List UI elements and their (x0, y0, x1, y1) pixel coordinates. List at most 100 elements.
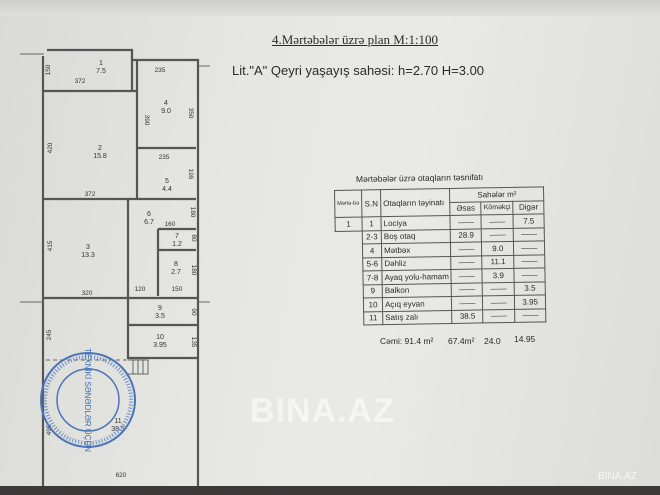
main-cell: 28.9 (450, 228, 482, 243)
other-cell: —— (514, 267, 546, 282)
dimension-label: 372 (75, 78, 86, 85)
room-area: 1.2 (172, 241, 182, 248)
aux-cell: —— (482, 295, 515, 310)
room-number: 1 (99, 60, 103, 67)
dimension-label: 495 (46, 424, 53, 435)
sn-cell: 7-8 (362, 270, 383, 285)
total-area: Cəmi: 91.4 m² (380, 336, 434, 346)
floor-cell: 1 (334, 217, 363, 231)
dimension-label: 320 (82, 290, 93, 297)
dimension-label: 390 (143, 115, 150, 126)
room-area: 2.7 (171, 269, 181, 276)
dimension-label: 420 (47, 142, 54, 153)
other-cell: —— (513, 254, 546, 269)
room-number: 2 (98, 145, 102, 152)
total-aux: 24.0 (484, 336, 501, 346)
main-cell: —— (451, 295, 483, 310)
room-number: 4 (164, 100, 168, 107)
header-name: Otaqların təyinatı (380, 188, 451, 217)
dimension-label: 235 (159, 154, 170, 161)
header-sn: S.N (361, 189, 381, 218)
empty-cell (336, 285, 363, 299)
dimension-label: 150 (45, 64, 52, 75)
dimension-label: 245 (46, 329, 53, 340)
room-area: 7.5 (96, 68, 106, 75)
empty-cell (336, 271, 363, 285)
room-number: 6 (147, 211, 151, 218)
dimension-label: 620 (116, 472, 127, 479)
paper-bottom-edge (0, 486, 660, 495)
room-area: 9.0 (161, 108, 171, 115)
room-area: 15.8 (93, 153, 107, 160)
name-cell: Boş otaq (381, 228, 451, 244)
room-area: 13.3 (81, 252, 95, 259)
aux-cell: —— (482, 308, 516, 323)
empty-cell (335, 231, 362, 245)
dimension-label: 180 (190, 265, 197, 276)
room-number: 9 (158, 305, 162, 312)
header-main: Əsas (450, 201, 482, 216)
empty-cell (335, 244, 362, 258)
dimension-label: 80 (190, 234, 197, 242)
dimension-label: 135 (190, 337, 197, 348)
name-cell: Mətbəx (381, 242, 452, 258)
corner-watermark: BINA.AZ (598, 471, 637, 482)
name-cell: Balkon (382, 282, 452, 298)
dimension-label: 150 (172, 286, 183, 293)
dimension-label: 350 (187, 108, 194, 119)
aux-cell: 11.1 (482, 254, 515, 269)
room-area: 38.5 (111, 426, 125, 433)
sn-cell: 4 (362, 243, 382, 258)
other-cell: 7.5 (513, 213, 545, 228)
total-main: 67.4m² (448, 336, 475, 346)
room-area: 6.7 (144, 219, 154, 226)
header-floor: Mərtə-bə (334, 190, 362, 218)
main-cell: —— (451, 255, 483, 270)
aux-cell: —— (482, 281, 515, 296)
other-cell: 3.5 (514, 281, 546, 296)
dimension-label: 160 (165, 221, 176, 228)
sn-cell: 9 (363, 284, 383, 299)
name-cell: Ayaq yolu-hamam (381, 269, 452, 285)
room-number: 11 (114, 418, 121, 425)
room-labels: 1 7.5 2 15.8 3 13.3 4 9.0 5 4.4 6 6.7 7 … (81, 60, 182, 433)
dimension-label: 372 (85, 191, 96, 198)
rooms-table: Mərtə-bə S.N Otaqların təyinatı Sahələr … (334, 186, 547, 326)
other-cell: —— (513, 240, 545, 255)
room-area: 3.5 (155, 313, 165, 320)
sn-cell: 2-3 (362, 230, 382, 245)
other-cell: —— (514, 308, 547, 323)
sn-cell: 10 (363, 297, 383, 312)
aux-cell: —— (481, 214, 514, 229)
main-cell: 38.5 (451, 309, 484, 324)
dimension-label: 120 (135, 286, 146, 293)
room-area: 4.4 (162, 186, 172, 193)
room-number: 3 (86, 244, 90, 251)
main-cell: —— (451, 282, 483, 297)
empty-cell (337, 312, 364, 326)
other-cell: —— (513, 227, 545, 242)
dimension-label: 415 (47, 240, 54, 251)
room-number: 8 (174, 261, 178, 268)
dimension-label: 235 (155, 67, 166, 74)
total-other: 14.95 (514, 334, 536, 344)
watermark: BINA.AZ (250, 392, 395, 430)
name-cell: Dəhliz (381, 255, 452, 271)
stamp-text: TEXNİKİ SƏNƏDLƏR ÜÇÜN (83, 348, 92, 452)
room-number: 10 (156, 334, 164, 341)
document-subtitle: Lit."A" Qeyri yaşayış sahəsi: h=2.70 H=3… (232, 63, 485, 78)
empty-cell (336, 298, 363, 312)
aux-cell: 3.9 (482, 268, 515, 283)
sn-cell: 1 (361, 216, 382, 231)
name-cell: Satış zalı (382, 309, 453, 325)
dimension-label: 199 (187, 169, 194, 180)
main-cell: —— (450, 241, 483, 256)
name-cell: Açıq eyvan (382, 296, 452, 312)
aux-cell: 9.0 (481, 241, 514, 256)
sn-cell: 5-6 (362, 257, 382, 272)
header-other: Digər (512, 200, 545, 215)
room-number: 7 (175, 233, 179, 240)
room-area: 3.95 (153, 342, 167, 349)
dimension-label: 180 (189, 207, 196, 218)
paper-top-edge (0, 0, 660, 16)
